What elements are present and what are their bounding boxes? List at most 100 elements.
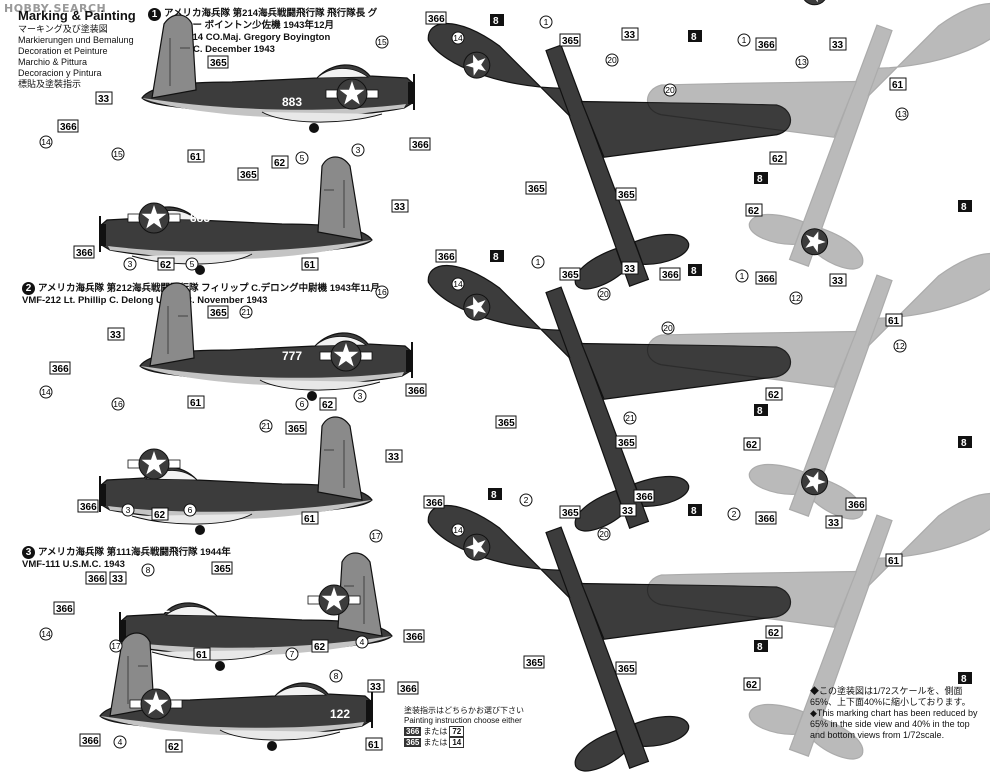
svg-text:365: 365 [210, 58, 227, 69]
svg-text:33: 33 [110, 330, 122, 341]
callout-box: 8 [754, 172, 768, 185]
svg-text:366: 366 [412, 140, 429, 151]
decal-circle: 2 [519, 493, 533, 507]
callout-box: 33 [109, 571, 127, 585]
callout-box: 8 [958, 200, 972, 213]
callout-box: 366 [53, 601, 75, 615]
svg-text:12: 12 [895, 341, 905, 351]
callout-box: 365 [207, 305, 229, 319]
callout-box: 62 [765, 625, 783, 639]
decal-circle: 6 [295, 397, 309, 411]
callout-box: 61 [365, 737, 383, 751]
scale-note: ◆この塗装図は1/72スケールを、側面65%、上下面40%に縮小しております。 … [810, 686, 982, 741]
callout-box: 33 [621, 261, 639, 275]
decal-circle: 21 [259, 419, 273, 433]
callout-box: 366 [403, 629, 425, 643]
svg-text:12: 12 [791, 293, 801, 303]
svg-text:33: 33 [624, 30, 636, 41]
svg-text:366: 366 [400, 684, 417, 695]
svg-text:365: 365 [618, 664, 635, 675]
callout-box: 365 [615, 661, 637, 675]
svg-text:33: 33 [828, 518, 840, 529]
callout-box: 8 [488, 488, 502, 501]
svg-text:33: 33 [832, 40, 844, 51]
decal-circle: 14 [39, 627, 53, 641]
decal-circle: 1 [737, 33, 751, 47]
decal-circle: 4 [113, 735, 127, 749]
decal-circle: 17 [369, 529, 383, 543]
callout-box: 366 [755, 37, 777, 51]
svg-text:33: 33 [98, 94, 110, 105]
decal-circle: 15 [375, 35, 389, 49]
svg-text:366: 366 [56, 604, 73, 615]
svg-text:4: 4 [360, 637, 365, 647]
decal-circle: 14 [39, 385, 53, 399]
scheme-3-number: 3 [22, 546, 35, 559]
svg-text:366: 366 [758, 40, 775, 51]
callout-box: 366 [409, 137, 431, 151]
svg-text:14: 14 [41, 137, 51, 147]
decal-circle: 2 [727, 507, 741, 521]
callout-box: 62 [769, 151, 787, 165]
callout-box: 61 [885, 553, 903, 567]
callout-box: 8 [958, 436, 972, 449]
callout-box: 61 [187, 395, 205, 409]
svg-text:8: 8 [961, 438, 967, 449]
callout-box: 8 [490, 250, 504, 263]
callout-box: 33 [825, 515, 843, 529]
scheme-2-side-top [139, 282, 413, 402]
callout-box: 366 [57, 119, 79, 133]
decal-circle: 20 [661, 321, 675, 335]
svg-text:33: 33 [370, 682, 382, 693]
svg-text:366: 366 [438, 252, 455, 263]
svg-text:365: 365 [618, 438, 635, 449]
callout-box: 8 [754, 640, 768, 653]
callout-box: 33 [391, 199, 409, 213]
decal-circle: 14 [451, 277, 465, 291]
callout-box: 366 [845, 497, 867, 511]
decal-circle: 3 [353, 389, 367, 403]
decal-circle: 4 [355, 635, 369, 649]
svg-text:62: 62 [772, 154, 784, 165]
color-code: 365 [404, 738, 422, 747]
callout-box: 366 [435, 249, 457, 263]
scheme-2-number: 2 [22, 282, 35, 295]
svg-text:365: 365 [214, 564, 231, 575]
svg-text:21: 21 [261, 421, 271, 431]
svg-text:365: 365 [526, 658, 543, 669]
decal-circle: 3 [123, 257, 137, 271]
svg-text:7: 7 [290, 649, 295, 659]
svg-text:61: 61 [190, 398, 202, 409]
language-jp: マーキング及び塗装図 [18, 24, 108, 34]
svg-text:365: 365 [528, 184, 545, 195]
language-zh: 標貼及塗裝指示 [18, 79, 82, 89]
svg-text:8: 8 [961, 202, 967, 213]
svg-text:21: 21 [625, 413, 635, 423]
callouts: 365 366 33 61 62 366 366 365 33 366 62 6… [49, 11, 972, 753]
scheme-1-number: 1 [148, 8, 161, 21]
svg-text:14: 14 [41, 387, 51, 397]
svg-text:366: 366 [406, 632, 423, 643]
callout-box: 8 [688, 30, 702, 43]
svg-text:3: 3 [128, 259, 133, 269]
callout-box: 62 [743, 677, 761, 691]
scheme-1-side-bottom [99, 156, 373, 276]
scheme-2-en: VMF-212 Lt. Phillip C. Delong U.S.M.C. N… [22, 295, 268, 307]
svg-text:4: 4 [118, 737, 123, 747]
callout-box: 366 [79, 733, 101, 747]
svg-text:21: 21 [241, 307, 251, 317]
svg-text:366: 366 [80, 502, 97, 513]
color-code: 366 [404, 727, 422, 736]
svg-text:61: 61 [190, 152, 202, 163]
fuselage-code-2a: 777 [282, 349, 302, 363]
svg-text:366: 366 [428, 14, 445, 25]
svg-text:62: 62 [160, 260, 172, 271]
callout-box: 62 [743, 437, 761, 451]
decal-circle: 20 [663, 83, 677, 97]
svg-text:8: 8 [691, 266, 697, 277]
decal-circle: 1 [735, 269, 749, 283]
callout-box: 62 [765, 387, 783, 401]
decal-circle: 13 [795, 55, 809, 69]
svg-text:61: 61 [196, 650, 208, 661]
callout-box: 366 [49, 361, 71, 375]
